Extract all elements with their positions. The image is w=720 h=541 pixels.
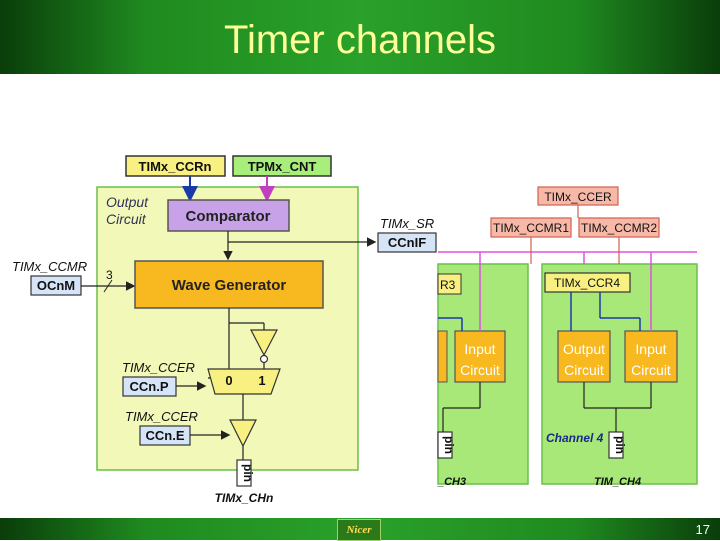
pin-lines: [442, 382, 652, 432]
pin-3: [437, 431, 453, 459]
ccrn-register: [125, 155, 226, 177]
svg-text:Comparator: Comparator: [185, 208, 270, 225]
svg-text:CCn.E: CCn.E: [146, 428, 185, 443]
output-buffer: [229, 419, 257, 448]
svg-text:TIMx_CCR4: TIMx_CCR4: [554, 276, 620, 290]
footer-bar: Nicer 17: [0, 518, 720, 541]
svg-text:Input: Input: [464, 341, 495, 357]
polarity-mux: [207, 368, 281, 395]
svg-text:3: 3: [106, 268, 113, 282]
channel-4-output-circuit: [557, 330, 611, 383]
output-circuit-label-2: Circuit: [106, 211, 147, 227]
svg-text:TIMx_CCMR2: TIMx_CCMR2: [581, 221, 657, 235]
timx-ccmr-label: TIMx_CCMR: [12, 259, 87, 274]
ccnif-register: [377, 232, 437, 253]
header-bar: [0, 0, 720, 74]
channel-3-output-circuit: [437, 330, 448, 383]
svg-text:TIMx_CCRn: TIMx_CCRn: [139, 159, 212, 174]
svg-text:Output: Output: [563, 341, 605, 357]
svg-text:pin: pin: [241, 464, 255, 482]
svg-text:Circuit: Circuit: [460, 362, 500, 378]
svg-text:Circuit: Circuit: [564, 362, 604, 378]
ccr-lines: [438, 292, 641, 331]
footer-logo: Nicer: [337, 519, 381, 541]
svg-text:CCnIF: CCnIF: [388, 235, 426, 250]
ch4-label: TIM_CH4: [594, 476, 641, 488]
ch3-label: _CH3: [437, 476, 466, 488]
svg-text:OCnM: OCnM: [37, 278, 75, 293]
cnt-bus-lines: [438, 251, 697, 331]
svg-text:TIMx_CCER: TIMx_CCER: [544, 190, 612, 204]
config-lines: [530, 205, 620, 264]
page-number: 17: [695, 522, 710, 537]
svg-text:Wave Generator: Wave Generator: [172, 277, 287, 294]
timx-ccer-label-2: TIMx_CCER: [125, 409, 198, 424]
svg-text:CCn.P: CCn.P: [130, 379, 169, 394]
output-circuit-label: Output: [106, 194, 149, 210]
pin-left: [236, 459, 252, 487]
timx-ccer-label-1: TIMx_CCER: [122, 360, 195, 375]
svg-text:pin: pin: [442, 436, 456, 454]
timx-sr-label: TIMx_SR: [380, 216, 434, 231]
svg-text:pin: pin: [613, 436, 627, 454]
svg-text:TIMx_CCMR1: TIMx_CCMR1: [493, 221, 569, 235]
tpm-cnt-register: [232, 155, 332, 177]
ccr3-partial-register: [437, 273, 462, 295]
svg-text:TPMx_CNT: TPMx_CNT: [248, 159, 317, 174]
page-title: Timer channels: [224, 18, 496, 62]
ccr4-register: [544, 272, 631, 293]
timx-chn-label: TIMx_CHn: [215, 491, 274, 505]
wave-generator-block: [134, 260, 324, 309]
inverter-gate: [250, 329, 278, 357]
channel-4-label: Channel 4: [546, 431, 604, 445]
comparator-block: [167, 199, 290, 232]
svg-text:1: 1: [258, 373, 265, 388]
svg-text:R3: R3: [440, 278, 456, 292]
svg-text:Input: Input: [635, 341, 666, 357]
svg-text:0: 0: [225, 373, 232, 388]
svg-text:Circuit: Circuit: [631, 362, 671, 378]
